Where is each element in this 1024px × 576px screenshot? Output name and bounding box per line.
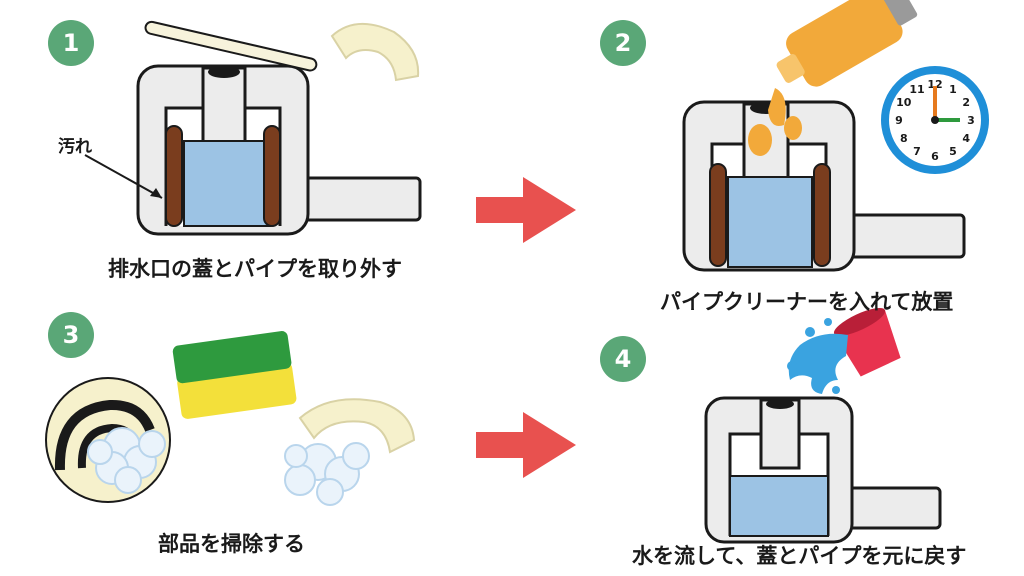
clock-numeral: 6 (931, 150, 939, 163)
clock-numeral: 2 (962, 96, 970, 109)
dirt-right (813, 163, 831, 267)
clock-numeral: 1 (949, 83, 957, 96)
step-3-caption: 部品を掃除する (158, 532, 305, 556)
clock-numeral: 5 (949, 145, 957, 158)
step-2-caption: パイプクリーナーを入れて放置 (660, 290, 954, 314)
clock-numeral: 3 (967, 114, 975, 127)
soap-bubbles (87, 427, 166, 494)
step-1-caption: 排水口の蓋とパイプを取り外す (108, 257, 402, 281)
drain-trap (136, 64, 310, 236)
dirt-left (709, 163, 727, 267)
clock-numeral: 12 (927, 78, 942, 91)
clock-numeral: 11 (909, 83, 924, 96)
outlet-pipe (298, 176, 422, 222)
step-4-badge: 4 (600, 336, 646, 382)
drain-trap (704, 396, 854, 544)
clock-numeral: 9 (895, 114, 903, 127)
arrow-right-icon (476, 412, 576, 478)
elbow-pipe (298, 398, 416, 454)
step-1-badge: 1 (48, 20, 94, 66)
removed-pipe (330, 22, 420, 82)
arrow-right-icon (476, 177, 576, 243)
step-3-badge: 3 (48, 312, 94, 358)
bucket (833, 307, 901, 377)
dirt-label: 汚れ (58, 137, 92, 157)
step4-illustration (704, 307, 942, 544)
outlet-pipe (838, 213, 966, 259)
drain-trap (682, 100, 856, 272)
clock-numeral: 8 (900, 132, 908, 145)
step-4-caption: 水を流して、蓋とパイプを元に戻す (632, 544, 967, 568)
step-2-badge: 2 (600, 20, 646, 66)
soap-bubbles (284, 442, 370, 506)
water (729, 475, 829, 537)
sponge (172, 331, 297, 419)
water (727, 176, 813, 268)
clock-numeral: 7 (913, 145, 921, 158)
step1-illustration (84, 20, 422, 236)
clock-numeral: 10 (896, 96, 912, 109)
clock-numeral: 4 (962, 132, 970, 145)
step3-illustration (45, 331, 416, 506)
water (183, 140, 271, 227)
dirt-left (165, 125, 183, 227)
lid (144, 20, 318, 72)
pipe-cleaner-bottle (776, 0, 918, 87)
dirt-right (263, 125, 281, 227)
water-splash (788, 333, 848, 394)
